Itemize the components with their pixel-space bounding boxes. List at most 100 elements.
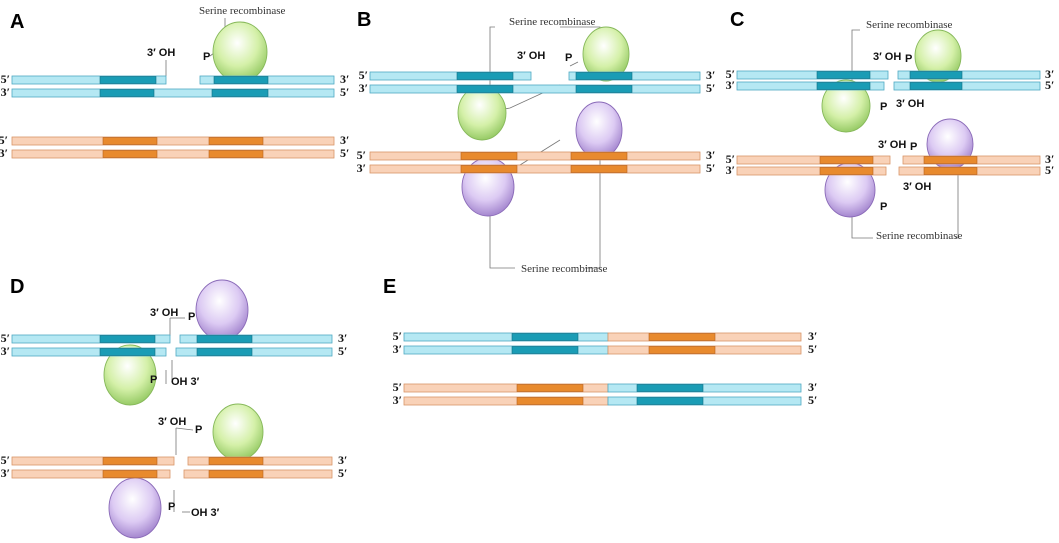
panel-a-orange-duplex-bottom-right-end: 5′ xyxy=(340,146,349,160)
panel-a-orange-duplex-top-right-end: 3′ xyxy=(340,133,349,147)
panel-d-phosphate-orange-bottom-label: P xyxy=(168,501,175,513)
strand-end-labels-layer: 5′3′3′5′5′3′3′5′5′3′3′5′5′3′3′5′5′3′3′5′… xyxy=(0,67,1054,480)
panel-d-blue-top-right-end: 3′ xyxy=(338,331,347,345)
panel-d-p-lead-3 xyxy=(175,427,194,431)
panel-d-purple-bottom-recombinase xyxy=(108,477,162,539)
panel-b-blue-bottom-left-end: 3′ xyxy=(359,81,368,95)
panel-b-orange-duplex-top-strand xyxy=(369,151,701,161)
panel-b-orange-duplex-top-strand-site-1 xyxy=(570,152,628,160)
panel-d-orange-bottom-strand-segment-0 xyxy=(11,469,171,479)
panel-a-blue-bottom-strand xyxy=(11,88,335,98)
back-enzymes-layer xyxy=(103,21,974,539)
panel-e-product-1 xyxy=(403,332,802,355)
panel-d-orange-bottom-right-end: 5′ xyxy=(338,466,347,480)
panel-d-orange-top-strand-site-0 xyxy=(102,457,158,465)
panel-d-blue-top-strand-site-0 xyxy=(99,335,156,343)
panel-d-green-top-recombinase xyxy=(212,403,264,461)
panel-d-blue-top-strand xyxy=(11,334,333,344)
panel-a-blue-top-left-end: 5′ xyxy=(1,72,10,86)
panel-b-blue-top-strand-site-1 xyxy=(575,72,633,80)
panel-b-orange-duplex-bottom-strand xyxy=(369,164,701,174)
panel-a-3oh-label: 3′ OH xyxy=(147,47,175,59)
panel-b-green-bottom-recombinase xyxy=(457,85,507,141)
panel-d-blue-bottom-strand xyxy=(11,347,333,357)
panel-e-product-2 xyxy=(403,383,802,406)
panel-b-orange-duplex-top-left-end: 5′ xyxy=(357,148,366,162)
panel-d-green-bottom-recombinase xyxy=(103,344,157,406)
panel-e-product-1-right-site-0 xyxy=(648,333,716,341)
panel-d-oh3-orange-label: OH 3′ xyxy=(191,507,220,519)
panel-c-phosphate-orange-bottom-label: P xyxy=(880,201,887,213)
panel-e-product-1-left-site-0 xyxy=(511,333,579,341)
panel-a-orange-duplex-top-strand-site-0 xyxy=(102,137,158,145)
panel-c-recombinase-bottom-label: Serine recombinase xyxy=(876,230,963,242)
panel-e-product-1-right-site-1 xyxy=(648,346,716,354)
panel-label-c: C xyxy=(730,9,744,31)
panel-b-p-lead xyxy=(569,61,579,67)
panel-d-orange-top-right-end: 3′ xyxy=(338,453,347,467)
panel-c-orange-bottom-strand xyxy=(736,166,1041,176)
panel-d-blue-bottom-right-end: 5′ xyxy=(338,344,347,358)
panel-d-blue-top-strand-site-1 xyxy=(196,335,253,343)
panel-d-blue-bottom-strand-segment-0 xyxy=(11,347,167,357)
panel-d-orange-bottom-left-end: 3′ xyxy=(1,466,10,480)
panel-c-orange-bottom-strand-site-1 xyxy=(923,167,978,175)
panel-d-orange-top-left-end: 5′ xyxy=(1,453,10,467)
panel-c-orange-top-left-end: 5′ xyxy=(726,152,735,166)
panel-a-blue-bottom-left-end: 3′ xyxy=(1,85,10,99)
panel-d-blue-bottom-strand-segment-1 xyxy=(175,347,333,357)
panel-c-orange-top-strand-segment-0 xyxy=(736,155,891,165)
panel-c-orange-bottom-strand-segment-0 xyxy=(736,166,887,176)
panel-a-orange-duplex-bottom-strand xyxy=(11,149,335,159)
panel-a-blue-top-right-end: 3′ xyxy=(340,72,349,86)
panel-d-blue-bottom-strand-site-0 xyxy=(99,348,156,356)
panel-c-phosphate-orange-top-label: P xyxy=(910,141,917,153)
panel-e-product-2-right-site-0 xyxy=(636,384,704,392)
panel-b-orange-duplex-bottom-strand-site-0 xyxy=(460,165,518,173)
panel-c-blue-bottom-strand-site-0 xyxy=(816,82,871,90)
panel-a-phosphate-label: P xyxy=(203,51,210,63)
panel-b-rec-lead-4 xyxy=(489,200,515,269)
panel-c-orange-bottom-right-end: 5′ xyxy=(1045,163,1054,177)
panel-d-orange-top-strand xyxy=(11,456,333,466)
panel-c-blue-bottom-strand xyxy=(736,81,1041,91)
panel-d-orange-top-strand-segment-0 xyxy=(11,456,175,466)
panel-b-blue-bottom-strand-site-1 xyxy=(575,85,633,93)
panel-b-purple-top-recombinase xyxy=(575,101,623,159)
panel-b-orange-duplex-top-strand-segment-0 xyxy=(369,151,701,161)
panel-c-blue-bottom-left-end: 3′ xyxy=(726,78,735,92)
panel-d-phosphate-bottom-label: P xyxy=(150,374,157,386)
panel-d-purple-top-recombinase xyxy=(195,279,249,341)
panel-d-3oh-top-label: 3′ OH xyxy=(150,307,178,319)
panel-a-orange-duplex-top-strand-segment-0 xyxy=(11,136,335,146)
panel-b-orange-duplex-bottom-strand-site-1 xyxy=(570,165,628,173)
panel-a-orange-duplex-top-strand xyxy=(11,136,335,146)
panel-d-blue-top-left-end: 5′ xyxy=(1,331,10,345)
panel-c-blue-top-strand-segment-0 xyxy=(736,70,889,80)
panel-d-oh3-bottom-label: OH 3′ xyxy=(171,376,200,388)
panel-a-blue-top-strand-site-0 xyxy=(99,76,157,84)
panel-e-product-2-top-left-end: 5′ xyxy=(393,380,402,394)
panel-b-orange-duplex-bottom-right-end: 5′ xyxy=(706,161,715,175)
panel-b-blue-top-strand-segment-1 xyxy=(568,71,701,81)
panel-b-blue-bottom-right-end: 5′ xyxy=(706,81,715,95)
panel-e-product-2-left-site-1 xyxy=(516,397,584,405)
panel-d-orange-bottom-strand xyxy=(11,469,333,479)
panel-c-3oh-top-label: 3′ OH xyxy=(873,51,901,63)
panel-c-3oh-bottom-label: 3′ OH xyxy=(896,98,924,110)
panel-c-3oh-orange-bottom-label: 3′ OH xyxy=(903,181,931,193)
panel-c-blue-bottom-strand-site-1 xyxy=(909,82,963,90)
panel-a-blue-bottom-strand-site-0 xyxy=(99,89,155,97)
panel-c-orange-top-strand-site-0 xyxy=(819,156,874,164)
panel-label-d: D xyxy=(10,276,24,298)
panel-b-rec-lead-5 xyxy=(585,130,601,269)
panel-a-blue-bottom-right-end: 5′ xyxy=(340,85,349,99)
panel-b-orange-duplex-top-right-end: 3′ xyxy=(706,148,715,162)
panel-a-orange-duplex-bottom-left-end: 3′ xyxy=(0,146,8,160)
panel-b-blue-top-strand xyxy=(369,71,701,81)
panel-d-orange-bottom-strand-site-0 xyxy=(102,470,158,478)
panel-e-product-1-left-site-1 xyxy=(511,346,579,354)
panel-label-b: B xyxy=(357,9,371,31)
panel-e-product-2-top-right-end: 3′ xyxy=(808,380,817,394)
panel-b-blue-top-right-end: 3′ xyxy=(706,68,715,82)
